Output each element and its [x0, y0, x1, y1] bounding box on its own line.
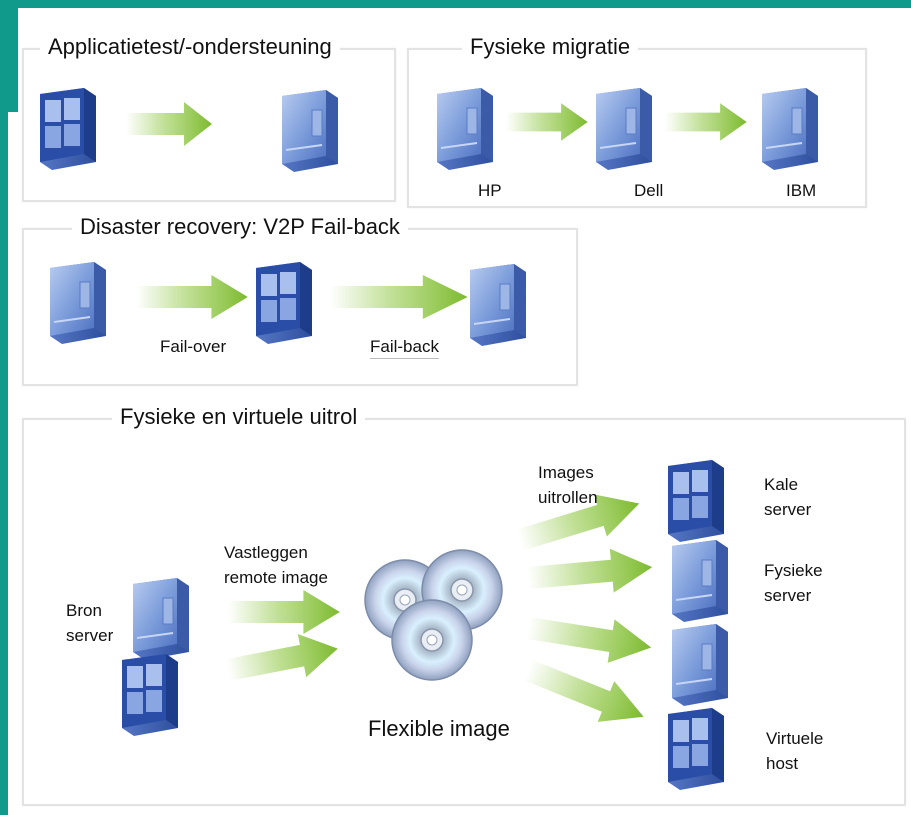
server-tower-icon [469, 263, 527, 347]
label-hp: HP [478, 181, 502, 200]
panel-app-test-title: Applicatietest/-ondersteuning [40, 34, 340, 60]
server-tower-icon [761, 87, 819, 171]
server-tower-icon [595, 87, 653, 171]
windows-server-icon [668, 708, 724, 790]
label-failback: Fail-back [370, 336, 439, 359]
windows-server-icon [668, 460, 724, 542]
server-tower-icon [436, 87, 494, 171]
label-target-physical: Fysieke server [764, 561, 823, 605]
label-target-virtual: Virtuele host [766, 729, 824, 773]
label-flexible-image: Flexible image [368, 716, 510, 741]
arrow-icon [223, 627, 342, 692]
arrow-icon [228, 590, 340, 634]
arrow-icon [126, 102, 212, 146]
label-source-server: Bron server [66, 601, 114, 645]
arrow-icon [519, 649, 652, 738]
frame-left-bar [0, 0, 8, 815]
windows-server-icon [40, 88, 96, 170]
arrow-icon [506, 103, 588, 141]
label-dell: Dell [634, 181, 664, 200]
panel-rollout-title: Fysieke en virtuele uitrol [112, 404, 366, 430]
label-ibm: IBM [786, 181, 817, 200]
arrow-icon [665, 103, 747, 141]
panel-disaster-title: Disaster recovery: V2P Fail-back [72, 214, 408, 240]
label-failover: Fail-over [160, 337, 227, 356]
server-tower-icon [671, 623, 729, 707]
arrow-icon [524, 606, 655, 670]
arrow-icon [330, 275, 468, 319]
server-tower-icon [671, 539, 729, 623]
arrow-icon [526, 545, 655, 600]
server-tower-icon [132, 577, 190, 661]
windows-server-icon [256, 262, 312, 344]
label-target-bare: Kale server [764, 475, 812, 519]
server-tower-icon [281, 89, 339, 173]
cd-disc-icon [391, 599, 473, 681]
frame-top-bar [0, 0, 911, 8]
frame-corner-tab [0, 0, 18, 112]
server-tower-icon [49, 261, 107, 345]
label-capture-image: Vastleggen remote image [224, 543, 328, 587]
arrow-icon [136, 275, 248, 319]
windows-server-icon [122, 654, 178, 736]
label-deploy-images: Images uitrollen [538, 463, 598, 507]
panel-phys-migration-title: Fysieke migratie [462, 34, 639, 60]
